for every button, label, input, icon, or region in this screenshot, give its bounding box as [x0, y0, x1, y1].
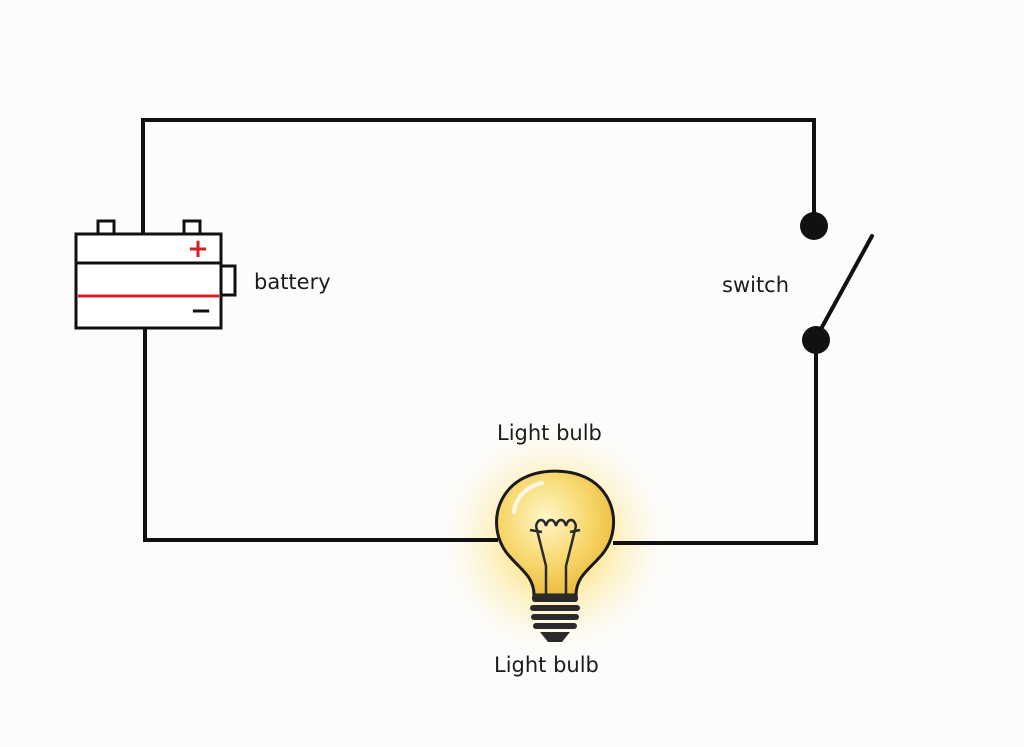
bulb-base-collar — [532, 594, 578, 602]
bulb-filament — [534, 518, 578, 527]
bulb-label-bottom: Light bulb — [494, 653, 599, 677]
light-bulb — [495, 469, 616, 642]
bulb-glass — [495, 469, 616, 597]
bulb-label-top: Light bulb — [497, 421, 602, 445]
battery-terminal-left — [96, 219, 116, 236]
bulb-base-tip — [540, 632, 570, 642]
switch-contact-top — [800, 212, 828, 240]
wire-right — [613, 338, 818, 545]
bulb-base-ring-3 — [533, 623, 577, 629]
switch-contact-bottom — [802, 326, 830, 354]
battery-negative-symbol: − — [190, 296, 212, 326]
switch — [800, 212, 874, 354]
switch-label: switch — [722, 273, 790, 297]
battery-terminal-right — [182, 219, 202, 236]
battery-nub — [219, 264, 237, 297]
battery: + − — [74, 219, 237, 330]
wires — [141, 118, 818, 545]
bulb-highlight — [512, 481, 544, 514]
bulb-base-ring-1 — [530, 605, 580, 611]
wire-top — [141, 118, 816, 234]
bulb-base-ring-2 — [531, 614, 579, 620]
bulb-filament-supports — [529, 525, 581, 594]
switch-lever — [814, 234, 874, 340]
battery-body — [74, 232, 223, 330]
battery-label: battery — [254, 270, 331, 294]
battery-positive-symbol: + — [187, 234, 209, 264]
wire-bottom-left — [143, 327, 498, 542]
